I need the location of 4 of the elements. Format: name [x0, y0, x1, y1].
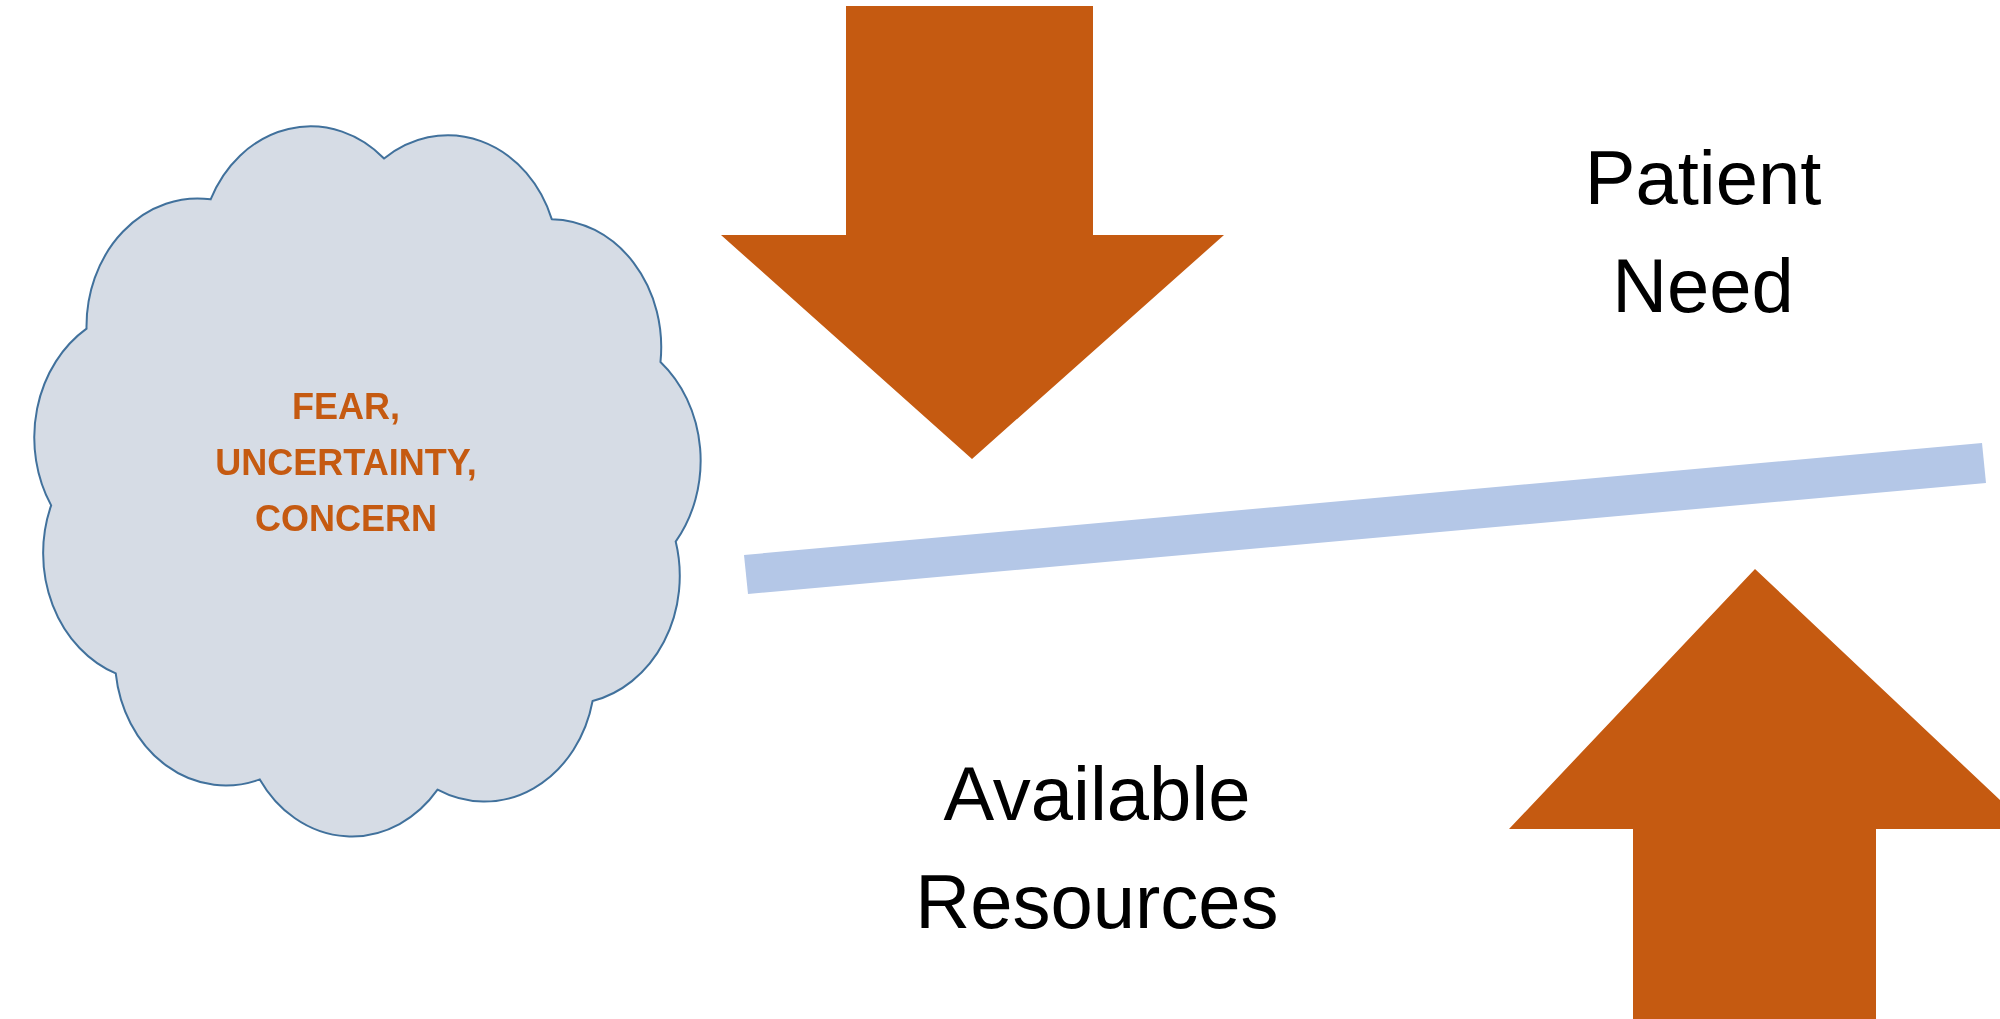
balance-label: Available Resources [914, 750, 1280, 946]
balance-label: Patient Need [1583, 134, 1823, 330]
balance-beam [744, 443, 1986, 594]
cloud-text: FEAR, UNCERTAINTY, CONCERN [214, 385, 478, 541]
